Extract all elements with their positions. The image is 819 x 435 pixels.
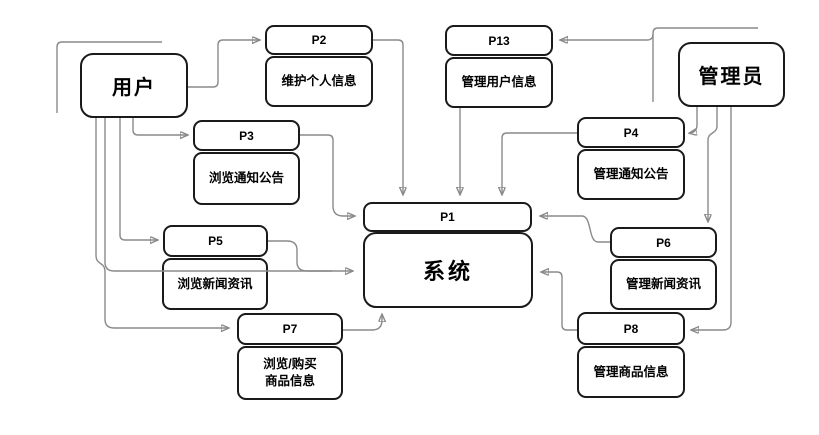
system-box: 系统 [363, 232, 533, 308]
edge-admin-p13 [561, 33, 654, 40]
process-p6-label-box: P6 [610, 227, 717, 258]
edge-user-p5 [119, 118, 157, 240]
actor-admin-box: 管理员 [678, 42, 785, 107]
edge-user-p3 [132, 118, 187, 135]
process-p7-desc-box: 浏览/购买 商品信息 [237, 346, 343, 400]
process-p7-desc-line2: 商品信息 [264, 374, 315, 388]
process-p2-label-box: P2 [265, 25, 373, 55]
process-p1-label-box: P1 [363, 202, 532, 232]
edge-p3-p1 [300, 134, 354, 216]
process-p4-label-box: P4 [577, 117, 685, 148]
process-p13-label-box: P13 [445, 25, 553, 56]
edge-p4-p1 [502, 132, 577, 194]
process-p7-label-box: P7 [237, 313, 343, 345]
process-p4-desc-box: 管理通知公告 [577, 149, 685, 200]
edge-user-p2 [188, 40, 259, 88]
edge-p8-system [542, 272, 577, 331]
edge-p2-p1 [373, 39, 403, 194]
edge-admin-p4 [690, 107, 698, 133]
process-p7-desc-line1: 浏览/购买 [263, 357, 317, 372]
process-p5-desc-box: 浏览新闻资讯 [162, 258, 268, 310]
process-p3-label-box: P3 [193, 120, 300, 151]
process-p13-desc-box: 管理用户信息 [445, 57, 553, 108]
edge-p5-system [268, 240, 332, 272]
process-p6-desc-box: 管理新闻资讯 [610, 259, 717, 310]
edge-admin-p6 [708, 107, 718, 221]
process-p2-desc-box: 维护个人信息 [265, 56, 373, 107]
process-p5-label-box: P5 [163, 225, 268, 257]
actor-user-box: 用户 [80, 53, 188, 118]
process-p3-desc-box: 浏览通知公告 [193, 152, 300, 205]
process-p8-label-box: P8 [577, 312, 685, 345]
process-p8-desc-box: 管理商品信息 [577, 346, 685, 398]
edge-p7-system [343, 315, 382, 331]
edge-p6-p1 [541, 216, 610, 243]
